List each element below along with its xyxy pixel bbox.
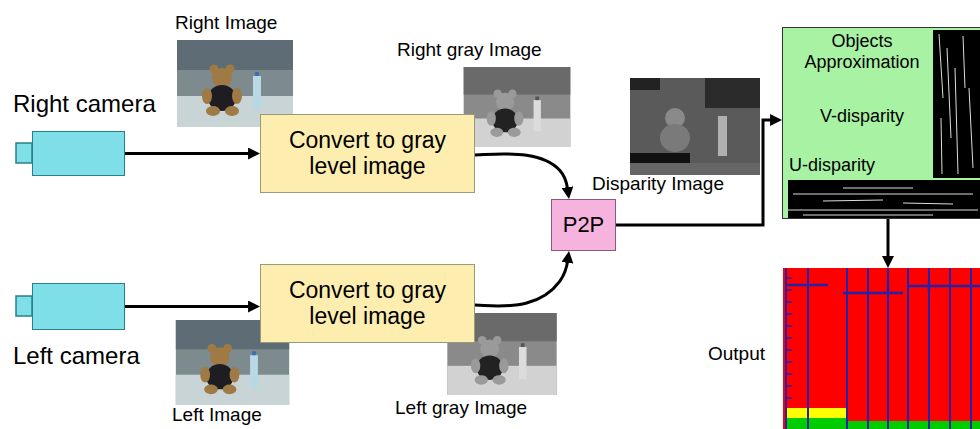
node-text: Convert to gray level image — [273, 128, 463, 180]
disparity-ground — [630, 78, 760, 175]
u-disparity-lines — [788, 188, 978, 215]
disparity-region — [630, 78, 660, 90]
image-caption: Disparity Image — [592, 174, 724, 195]
process-box: P2P — [551, 199, 616, 251]
v-disparity-lines — [939, 34, 973, 174]
node-caption: Right camera — [13, 90, 156, 118]
v-disparity-ground — [933, 30, 980, 178]
camera-symbol: Right camera — [32, 131, 125, 176]
right-gray-photo — [464, 67, 571, 147]
image-caption: Left Image — [172, 405, 262, 426]
node-text: Objects Approximation — [791, 31, 933, 72]
flow-arrow — [616, 120, 777, 225]
disparity-photo — [630, 78, 760, 175]
result-panel: Objects ApproximationV-disparityU-dispar… — [782, 27, 980, 219]
node-text: U-disparity — [789, 155, 875, 176]
flow-arrow — [125, 305, 255, 308]
disparity-region — [705, 78, 760, 108]
disparity-object — [660, 124, 690, 152]
node-caption: Left camera — [13, 342, 140, 370]
node-text: P2P — [563, 212, 605, 238]
output-ticks — [787, 278, 792, 398]
u-disparity-ground — [788, 180, 980, 218]
flow-arrow — [475, 154, 568, 194]
process-box: Convert to gray level image — [260, 114, 475, 193]
output-ground — [783, 268, 980, 429]
disparity-object — [718, 116, 727, 156]
flow-arrow — [125, 152, 255, 155]
camera-lens — [16, 143, 32, 163]
output-panel: Output — [783, 268, 980, 429]
output-band — [785, 408, 847, 418]
node-caption: Output — [708, 343, 765, 365]
camera-symbol: Left camera — [32, 283, 125, 330]
image-caption: Left gray Image — [395, 398, 527, 419]
v-disparity-map — [933, 30, 980, 178]
node-text: Convert to gray level image — [273, 278, 463, 330]
camera-lens — [16, 296, 32, 316]
flow-arrow — [887, 219, 890, 263]
node-text: V-disparity — [791, 106, 933, 127]
flow-arrow — [475, 256, 568, 306]
disparity-region — [630, 153, 690, 163]
output-obstacles — [785, 280, 980, 293]
output-band — [785, 418, 847, 429]
u-disparity-map — [788, 180, 980, 218]
output-map — [783, 268, 980, 429]
image-caption: Right gray Image — [397, 40, 542, 61]
image-caption: Right Image — [175, 13, 277, 34]
process-box: Convert to gray level image — [260, 264, 475, 343]
